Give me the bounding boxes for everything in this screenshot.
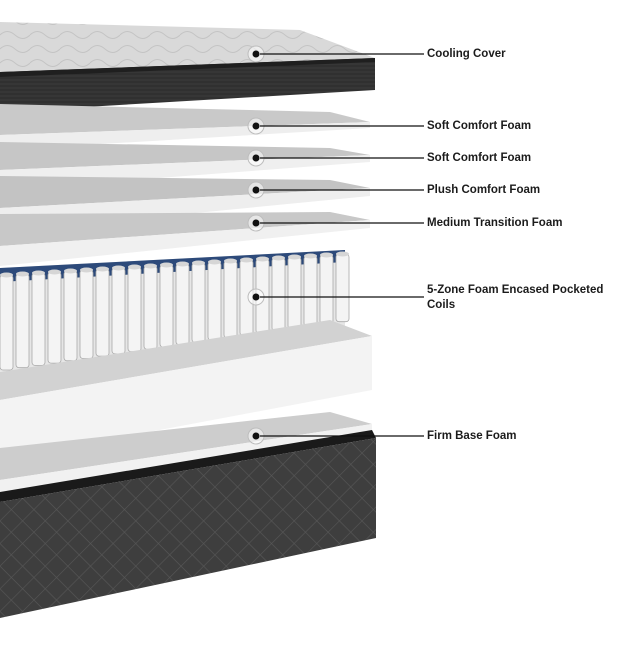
coil-cap bbox=[16, 271, 29, 277]
foam-encasement bbox=[0, 320, 372, 460]
coil-pocket bbox=[95, 268, 110, 357]
coil-pocket bbox=[335, 253, 350, 323]
coil-cap bbox=[336, 251, 349, 257]
coil-cap bbox=[32, 270, 45, 276]
coil-pocket bbox=[207, 261, 222, 341]
label-soft-comfort-foam-2: Soft Comfort Foam bbox=[427, 152, 532, 164]
coil-cap bbox=[240, 257, 253, 263]
coil-pocket bbox=[159, 264, 174, 348]
coil-cap bbox=[144, 263, 157, 269]
coil-pocket bbox=[15, 273, 30, 369]
coil-pocket bbox=[271, 257, 286, 332]
callout-dot-plush-comfort-foam bbox=[252, 186, 260, 194]
coil-cap bbox=[224, 258, 237, 264]
label-cooling-cover: Cooling Cover bbox=[427, 48, 506, 60]
callout-dot-soft-comfort-foam-1 bbox=[252, 122, 260, 130]
coil-cap bbox=[192, 260, 205, 266]
coil-cap bbox=[176, 261, 189, 267]
coil-pocket bbox=[63, 270, 78, 362]
coil-pocket bbox=[319, 254, 334, 325]
coil-pocket bbox=[0, 274, 14, 371]
coil-pocket bbox=[47, 271, 62, 364]
coil-pocket bbox=[223, 260, 238, 339]
coil-cap bbox=[48, 269, 61, 275]
medium-transition-foam-layer bbox=[0, 212, 370, 266]
coil-cap bbox=[96, 266, 109, 272]
coil-cap bbox=[64, 268, 77, 274]
coil-pocket bbox=[111, 267, 126, 355]
coil-cap bbox=[256, 256, 269, 262]
label-pocketed-coils: 5-Zone Foam Encased Pocketed Coils bbox=[427, 284, 604, 311]
coil-cap bbox=[272, 255, 285, 261]
pocketed-coils-layer bbox=[0, 250, 350, 372]
coil-cap bbox=[80, 267, 93, 273]
coil-pocket bbox=[79, 269, 94, 359]
coil-cap bbox=[288, 254, 301, 260]
coil-cap bbox=[304, 253, 317, 259]
coil-pocket bbox=[191, 262, 206, 343]
coil-pocket bbox=[303, 255, 318, 327]
label-plush-comfort-foam: Plush Comfort Foam bbox=[427, 184, 541, 196]
coil-pocket bbox=[143, 265, 158, 350]
coil-cap bbox=[208, 259, 221, 265]
base-fabric-layer bbox=[0, 430, 376, 618]
coil-cap bbox=[320, 252, 333, 258]
label-medium-transition-foam: Medium Transition Foam bbox=[427, 217, 563, 229]
callout-dot-cooling-cover bbox=[252, 50, 260, 58]
callout-lines bbox=[247, 45, 424, 445]
label-firm-base-foam: Firm Base Foam bbox=[427, 430, 517, 442]
coil-cap bbox=[128, 264, 141, 270]
coil-pocket bbox=[127, 266, 142, 352]
coil-pocket bbox=[287, 256, 302, 329]
coil-cap bbox=[160, 262, 173, 268]
coil-cap bbox=[0, 272, 13, 278]
cooling-cover-layer bbox=[0, 22, 375, 112]
label-soft-comfort-foam-1: Soft Comfort Foam bbox=[427, 120, 532, 132]
callout-dot-firm-base-foam bbox=[252, 432, 260, 440]
soft-comfort-foam-1-layer bbox=[0, 104, 370, 150]
coil-pocket bbox=[31, 272, 46, 366]
coil-cap bbox=[112, 265, 125, 271]
callout-dot-medium-transition-foam bbox=[252, 219, 260, 227]
callout-dot-pocketed-coils bbox=[252, 293, 260, 301]
coil-pocket bbox=[175, 263, 190, 346]
callout-dot-soft-comfort-foam-2 bbox=[252, 154, 260, 162]
